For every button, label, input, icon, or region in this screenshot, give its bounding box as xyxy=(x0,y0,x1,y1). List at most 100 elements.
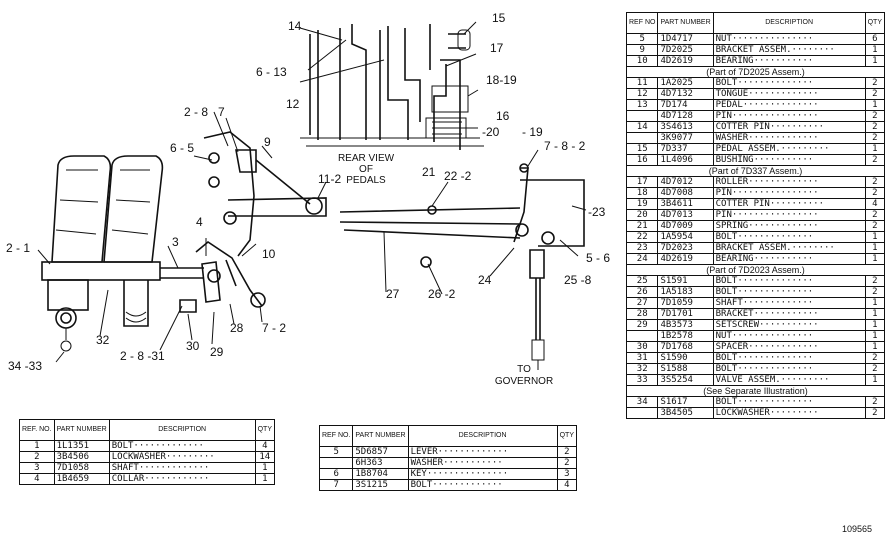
cell-part-number: S1590 xyxy=(657,352,714,364)
cell-description: SHAFT············· xyxy=(712,297,866,309)
callout: 3 xyxy=(172,235,179,249)
callout: 21 xyxy=(422,165,436,179)
callout: 2 - 8 xyxy=(184,105,208,119)
cell-part-number: 6H363 xyxy=(352,457,409,469)
cell-part-number: 1B4659 xyxy=(53,473,110,485)
cell-description: BRACKET ASSEM.········ xyxy=(712,242,866,254)
cell-qty: 1 xyxy=(864,308,886,320)
cell-qty: 1 xyxy=(254,462,276,474)
cell-qty: 4 xyxy=(864,198,886,210)
cell-ref-no: 6 xyxy=(318,468,354,480)
cell-description: SHAFT············· xyxy=(108,462,256,474)
cell-qty: 2 xyxy=(864,220,886,232)
cell-ref-no: 4 xyxy=(19,473,55,485)
cell-ref-no: 10 xyxy=(625,55,659,67)
cell-description: PIN················ xyxy=(712,187,866,199)
cell-qty: 1 xyxy=(864,330,886,342)
callout: 2 - 8 -31 xyxy=(120,349,165,363)
callout: 6 - 5 xyxy=(170,141,194,155)
cell-ref-no: 28 xyxy=(625,308,659,320)
drawing-number: 109565 xyxy=(842,524,873,534)
cell-qty: 2 xyxy=(864,121,886,133)
cell-description: PIN················ xyxy=(712,110,866,122)
cell-ref-no: 12 xyxy=(625,88,659,100)
cell-ref-no: 31 xyxy=(625,352,659,364)
rear-view-of-pedals xyxy=(300,24,484,150)
rear-view-caption-3: PEDALS xyxy=(346,175,386,186)
cell-qty: 2 xyxy=(556,457,578,469)
cell-part-number: 4D2619 xyxy=(657,55,714,67)
header-qty: QTY xyxy=(556,425,578,447)
cell-qty: 2 xyxy=(864,363,886,375)
table-row: (Part of 7D2025 Assem.) xyxy=(626,66,885,78)
cell-description: WASHER············· xyxy=(712,132,866,144)
governor-caption-2: GOVERNOR xyxy=(495,376,553,387)
callout: 26 -2 xyxy=(428,287,456,301)
cell-description: PEDAL·············· xyxy=(712,99,866,111)
callout: 22 -2 xyxy=(444,169,472,183)
cell-description: BOLT·············· xyxy=(712,363,866,375)
cell-part-number: 7D1701 xyxy=(657,308,714,320)
cell-ref-no: 20 xyxy=(625,209,659,221)
table-header-row: REF NO PART NUMBER DESCRIPTION QTY xyxy=(625,12,886,34)
cell-description: BEARING··········· xyxy=(712,55,866,67)
cell-part-number: 3B4505 xyxy=(657,407,714,419)
cell-part-number: 1A5954 xyxy=(657,231,714,243)
cell-ref-no: 11 xyxy=(625,77,659,89)
cell-qty: 1 xyxy=(864,231,886,243)
cell-part-number: 3S1215 xyxy=(352,479,409,491)
cell-ref-no xyxy=(625,110,659,122)
header-description: DESCRIPTION xyxy=(712,12,866,34)
cell-ref-no: 22 xyxy=(625,231,659,243)
cell-note: (Part of 7D2023 Assem.) xyxy=(626,264,885,276)
cell-qty: 2 xyxy=(864,286,886,298)
cell-description: BUSHING··········· xyxy=(712,154,866,166)
cell-qty: 2 xyxy=(864,275,886,287)
cell-qty: 2 xyxy=(864,110,886,122)
cell-qty: 4 xyxy=(556,479,578,491)
leader-lines xyxy=(37,21,587,370)
rear-view-caption-1: REAR VIEW xyxy=(338,153,395,164)
cell-ref-no: 29 xyxy=(625,319,659,331)
header-part-number: PART NUMBER xyxy=(53,419,110,441)
cell-ref-no: 1 xyxy=(19,440,55,452)
cell-qty: 1 xyxy=(864,374,886,386)
cell-ref-no xyxy=(625,330,659,342)
callout: 18-19 xyxy=(486,73,517,87)
cell-part-number: 1B8704 xyxy=(352,468,409,480)
table-header-row: REF NO. PART NUMBER DESCRIPTION QTY xyxy=(318,425,578,447)
cell-description: SPACER············· xyxy=(712,341,866,353)
cell-part-number: 1A5183 xyxy=(657,286,714,298)
cell-ref-no: 34 xyxy=(625,396,659,408)
cell-part-number: 7D2023 xyxy=(657,242,714,254)
cell-qty: 2 xyxy=(864,352,886,364)
cell-ref-no: 13 xyxy=(625,99,659,111)
cell-qty: 2 xyxy=(864,154,886,166)
table-row: (Part of 7D337 Assem.) xyxy=(626,165,885,177)
cell-ref-no: 33 xyxy=(625,374,659,386)
cell-description: BRACKET ASSEM.········ xyxy=(712,44,866,56)
cell-qty: 1 xyxy=(864,99,886,111)
callout: 30 xyxy=(186,339,200,353)
cell-description: KEY··············· xyxy=(407,468,558,480)
cell-ref-no: 32 xyxy=(625,363,659,375)
callout: 7 xyxy=(218,105,225,119)
cell-description: BOLT·············· xyxy=(712,275,866,287)
callout: 2 - 1 xyxy=(6,241,30,255)
cell-description: BOLT·············· xyxy=(712,286,866,298)
